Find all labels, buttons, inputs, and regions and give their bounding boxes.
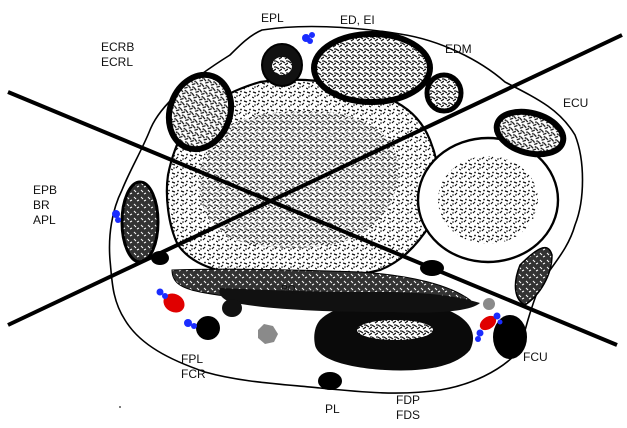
label-pq: PQ: [281, 282, 295, 297]
stray-dot: [119, 406, 121, 408]
label-fcr: FCR: [181, 367, 206, 382]
ed-ei-tendons: [314, 34, 430, 102]
epl-tendon-core: [272, 57, 292, 75]
label-epb-br-apl: EPB BR APL: [33, 183, 57, 228]
fdp-fds-inner: [357, 320, 433, 340]
label-ecrl: ECRL: [101, 55, 134, 70]
label-ecrb: ECRB: [101, 40, 134, 55]
epb-br-apl-tendons: [122, 182, 158, 262]
label-fpl: FPL: [181, 352, 206, 367]
gray-structure-right: [483, 298, 495, 310]
label-br: BR: [33, 198, 57, 213]
label-fpl-fcr: FPL FCR: [181, 352, 206, 382]
radius-medulla: [199, 111, 398, 248]
label-epb: EPB: [33, 183, 57, 198]
label-fds: FDS: [396, 408, 420, 423]
fpl-tendon: [222, 299, 242, 317]
ulna-medulla: [438, 156, 538, 244]
label-ecrb-ecrl: ECRB ECRL: [101, 40, 134, 70]
label-fcu: FCU: [523, 350, 548, 365]
pl-tendon: [318, 372, 342, 390]
label-pl: PL: [325, 402, 340, 417]
label-ed-ei: ED, EI: [340, 13, 375, 28]
fpl-fcr-tendons: [196, 316, 220, 340]
label-apl: APL: [33, 213, 57, 228]
label-ecu: ECU: [563, 96, 588, 111]
edm-tendon: [427, 75, 461, 111]
label-fdp-fds: FDP FDS: [396, 393, 420, 423]
label-epl: EPL: [261, 11, 284, 26]
label-edm: EDM: [445, 42, 472, 57]
label-fdp: FDP: [396, 393, 420, 408]
